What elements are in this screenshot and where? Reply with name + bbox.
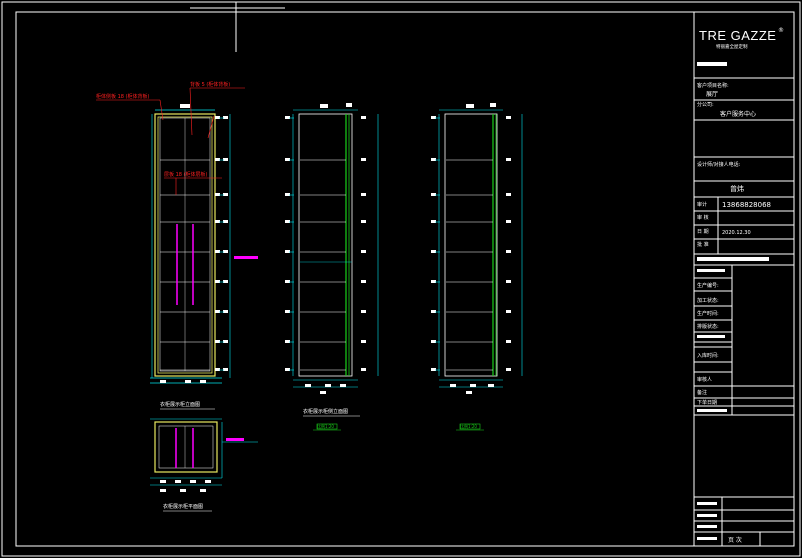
dimension-tick	[506, 193, 511, 196]
cabinet-side-elevation	[285, 103, 379, 394]
dimension-tick	[506, 310, 511, 313]
tb-row-0: 生产编号:	[697, 282, 719, 289]
tb-row-8: 下单日期	[697, 399, 717, 406]
dimension-tick	[431, 340, 436, 343]
dimension-tick	[285, 158, 290, 161]
dimension-tick	[361, 368, 366, 371]
dimension-tick	[506, 368, 511, 371]
review-label: 审计	[697, 201, 707, 208]
dimension-tick	[215, 310, 220, 313]
dimension-tick	[285, 310, 290, 313]
dimension-tick	[506, 116, 511, 119]
brand-logo: TRE GAZZE	[699, 28, 776, 43]
dimension-tick	[431, 116, 436, 119]
dimension-tick	[285, 368, 290, 371]
scale-label-1: 比例1:20	[317, 423, 334, 429]
dimension-tick	[285, 340, 290, 343]
dimension-tick	[215, 250, 220, 253]
cabinet-plan-view	[150, 418, 258, 492]
date-label: 日 期	[697, 229, 709, 235]
title-plan-view: 衣柜展示柜平面图	[163, 503, 203, 510]
scale-label-2: 比例1:20	[460, 423, 477, 429]
dimension-tick	[361, 158, 366, 161]
phone: 13868828068	[722, 201, 771, 209]
tb-row-7: 备注	[697, 389, 707, 396]
dimension-tick	[223, 158, 228, 161]
designer-name: 曾炜	[730, 184, 744, 193]
dimension-tick	[506, 158, 511, 161]
tb-row-6: 审核人	[697, 376, 712, 383]
dimension-tick	[285, 193, 290, 196]
dimension-tick	[223, 220, 228, 223]
dimension-tick	[506, 340, 511, 343]
dimension-tick	[506, 250, 511, 253]
dimension-tick	[223, 340, 228, 343]
approve-label: 批 准	[697, 241, 709, 248]
dimension-tick	[506, 220, 511, 223]
date: 2020.12.30	[722, 230, 751, 236]
brand-mark: ®	[778, 27, 784, 34]
dimension-tick	[361, 193, 366, 196]
project-name-label: 客户项目名称:	[697, 82, 729, 89]
annotation-shelf: 层板 18 (柜体层板)	[164, 171, 207, 178]
dimension-tick	[223, 250, 228, 253]
check-label: 审 核	[697, 214, 709, 221]
dimension-tick	[361, 250, 366, 253]
dimension-tick	[431, 250, 436, 253]
dimension-tick	[215, 368, 220, 371]
annotation-back-panel: 背板 5 (柜体背板)	[190, 81, 230, 88]
dimension-tick	[215, 116, 220, 119]
tb-row-1: 加工状态:	[697, 297, 719, 304]
dimension-tick	[431, 280, 436, 283]
dimension-tick	[361, 116, 366, 119]
dimension-tick	[215, 340, 220, 343]
tb-row-5: 入库时间:	[697, 352, 719, 359]
dimension-tick	[431, 220, 436, 223]
dimension-tick	[506, 280, 511, 283]
dimension-tick	[431, 193, 436, 196]
dimension-tick	[215, 280, 220, 283]
dimension-tick	[431, 158, 436, 161]
cabinet-front-elevation	[150, 104, 258, 384]
inner-frame	[15, 11, 795, 547]
dimension-tick	[431, 368, 436, 371]
dimension-tick	[223, 193, 228, 196]
dimension-tick	[223, 368, 228, 371]
dimension-tick	[361, 340, 366, 343]
dimension-tick	[285, 280, 290, 283]
tb-row-2: 生产时间:	[697, 310, 719, 317]
company-label: 分公司:	[697, 101, 714, 108]
dimension-tick	[215, 193, 220, 196]
dimension-tick	[223, 310, 228, 313]
annotation-side-panel: 柜体侧板 18 (柜体背板)	[96, 93, 149, 100]
dimension-tick	[285, 116, 290, 119]
dimension-tick	[361, 310, 366, 313]
dimension-tick	[285, 250, 290, 253]
project-name: 展厅	[706, 91, 718, 98]
title-front-elevation: 衣柜展示柜立面图	[160, 401, 200, 408]
title-block: TRE GAZZE ® 特丽嘉全屋定制 客户项目名称: 展厅 分公司: 客户服务…	[693, 11, 795, 547]
dimension-tick	[223, 116, 228, 119]
dimension-tick	[431, 310, 436, 313]
title-side-elevation: 衣柜展示柜侧立面图	[303, 408, 348, 415]
dimension-tick	[215, 158, 220, 161]
company: 客户服务中心	[720, 110, 756, 118]
designer-label: 设计师/对接人电话:	[697, 161, 741, 168]
brand-tagline: 特丽嘉全屋定制	[716, 43, 748, 50]
dimension-tick	[215, 220, 220, 223]
dimension-tick	[361, 220, 366, 223]
annotations: 柜体侧板 18 (柜体背板) 背板 5 (柜体背板) 层板 18 (柜体层板)	[96, 81, 245, 195]
dimension-tick	[223, 280, 228, 283]
tb-row-3: 排版状态:	[697, 323, 719, 330]
dimension-tick	[361, 280, 366, 283]
page-label: 页 次	[728, 536, 742, 544]
cabinet-door-elevation	[431, 103, 523, 394]
dimension-tick	[285, 220, 290, 223]
